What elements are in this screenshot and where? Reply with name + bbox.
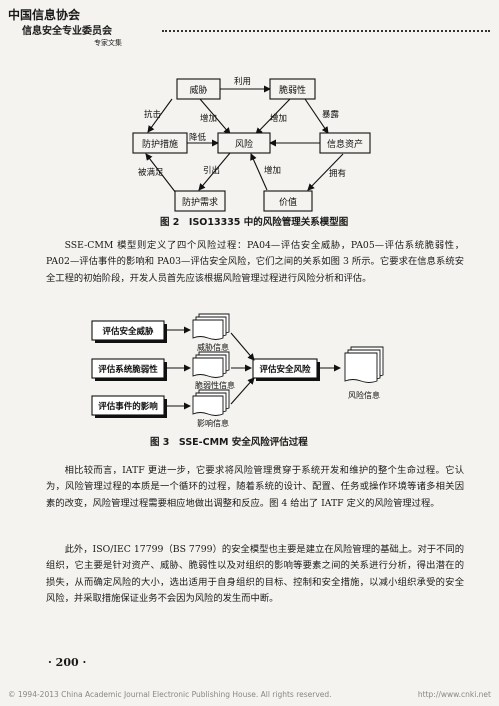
edge-vuln-asset xyxy=(304,98,329,134)
header-collection: 专家文集 xyxy=(94,39,122,47)
doc-stack-risk xyxy=(344,346,384,383)
edge-label-reduce: 降低 xyxy=(189,132,207,143)
node-value-box xyxy=(263,190,313,212)
figure2-diagram xyxy=(132,78,371,212)
edge-label-expose: 暴露 xyxy=(322,110,340,120)
page-number: · 200 · xyxy=(48,656,87,669)
footer-copyright: © 1994-2013 China Academic Journal Elect… xyxy=(8,690,332,699)
copyright-footer: © 1994-2013 China Academic Journal Elect… xyxy=(8,690,491,699)
journal-header: 中国信息协会 信息安全专业委员会 专家文集 xyxy=(8,6,122,48)
header-committee: 信息安全专业委员会 xyxy=(22,26,112,37)
box-label-assess-risk: 评估安全风险 xyxy=(259,364,311,375)
edge-asset-value xyxy=(307,153,344,191)
box-assess-threat xyxy=(91,320,165,341)
node-vuln-box xyxy=(269,78,316,100)
doc-stack-threat xyxy=(192,313,230,340)
arrow-doc1-risk xyxy=(230,332,255,361)
edge-label-utilize: 利用 xyxy=(234,76,251,87)
edge-threat-protection xyxy=(147,98,173,133)
doc-label-vuln: 脆弱性信息 xyxy=(195,380,235,390)
box-assess-risk xyxy=(252,358,318,379)
paragraph-3: 此外，ISO/IEC 17799（BS 7799）的安全模型也主要是建立在风险管… xyxy=(46,544,464,605)
doc-stack-vuln xyxy=(192,351,230,378)
node-threat: 威胁 xyxy=(189,84,207,96)
node-vulnerability: 脆弱性 xyxy=(279,84,306,96)
footer-url: http://www.cnki.net xyxy=(417,690,491,699)
box-assess-vuln xyxy=(91,358,165,379)
node-asset-box xyxy=(319,132,371,154)
doc-label-risk: 风险信息 xyxy=(348,390,380,400)
doc-label-impact: 影响信息 xyxy=(197,418,229,428)
edge-label-satisfied: 被满足 xyxy=(138,167,164,178)
doc-stack-impact xyxy=(192,389,230,416)
edge-value-risk xyxy=(250,153,268,191)
node-risk-box xyxy=(217,132,271,154)
node-asset: 信息资产 xyxy=(327,138,363,150)
figure3-caption: 图 3 SSE-CMM 安全风险评估过程 xyxy=(150,437,308,448)
header-dotted-rule xyxy=(162,30,490,32)
node-risk: 风险 xyxy=(235,138,253,150)
edge-threat-risk xyxy=(199,98,231,135)
paragraph-1: SSE-CMM 模型则定义了四个风险过程：PA04—评估安全威胁，PA05—评估… xyxy=(46,240,464,284)
edge-label-have: 拥有 xyxy=(329,168,346,179)
node-protection-need: 防护需求 xyxy=(182,196,218,208)
arrow-doc3-risk xyxy=(230,377,255,405)
figure2-caption: 图 2 ISO13335 中的风险管理关系模型图 xyxy=(160,217,349,228)
edge-label-increase-1: 增加 xyxy=(200,113,217,124)
paragraph-2: 相比较而言，IATF 更进一步，它要求将风险管理贯穿于系统开发和维护的整个生命过… xyxy=(46,465,464,509)
node-threat-box xyxy=(176,78,221,100)
box-assess-impact xyxy=(91,395,165,416)
edge-label-derive: 引出 xyxy=(203,165,220,176)
edge-label-resist: 抗击 xyxy=(144,109,161,120)
doc-label-threat: 威胁信息 xyxy=(197,342,229,352)
figure3-diagram xyxy=(91,313,384,418)
node-protection-box xyxy=(132,132,188,154)
edge-label-increase-2: 增加 xyxy=(270,113,287,124)
box-label-assess-impact: 评估事件的影响 xyxy=(98,401,158,412)
node-protection: 防护措施 xyxy=(142,138,178,150)
header-org: 中国信息协会 xyxy=(8,8,81,22)
node-value: 价值 xyxy=(279,196,297,208)
box-label-assess-threat: 评估安全威胁 xyxy=(102,326,154,337)
edge-risk-need xyxy=(198,152,231,191)
box-label-assess-vuln: 评估系统脆弱性 xyxy=(98,364,158,375)
edge-vuln-risk xyxy=(255,98,291,135)
edge-label-increase-3: 增加 xyxy=(264,165,281,176)
node-need-box xyxy=(174,190,226,212)
edge-need-protection xyxy=(145,153,177,194)
